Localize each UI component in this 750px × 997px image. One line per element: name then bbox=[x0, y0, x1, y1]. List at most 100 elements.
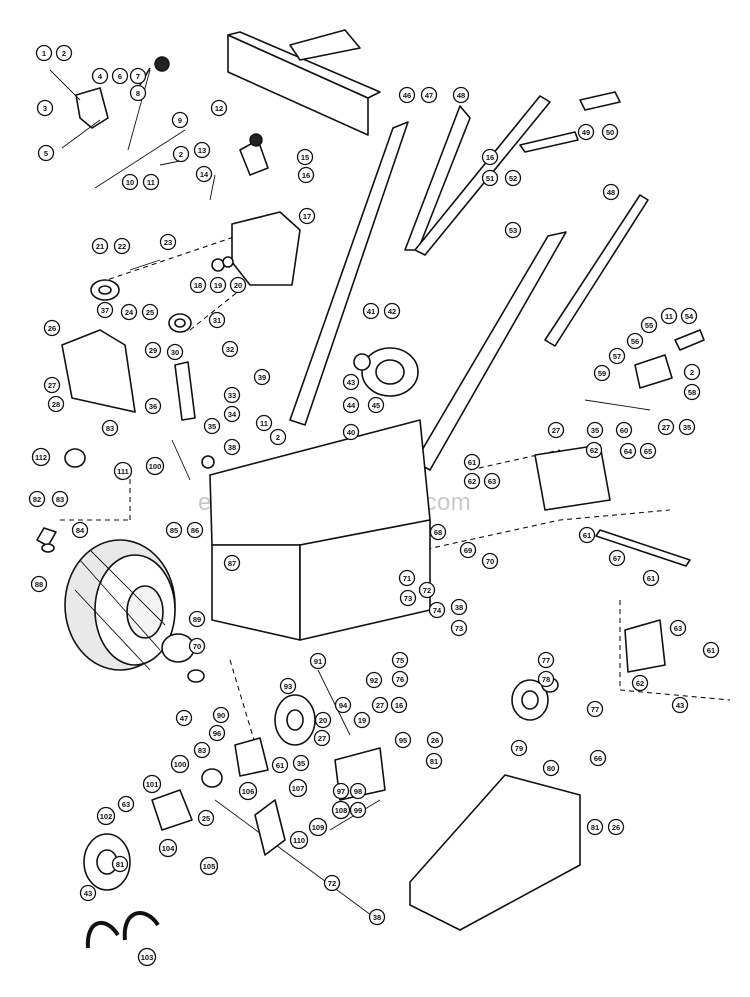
callout-61: 61 bbox=[642, 569, 660, 587]
callout-63: 63 bbox=[669, 619, 687, 637]
callout-number: 90 bbox=[217, 711, 225, 720]
callout-number: 64 bbox=[624, 447, 633, 456]
callout-90: 90 bbox=[212, 706, 230, 724]
callout-8: 8 bbox=[129, 84, 147, 102]
callout-30: 30 bbox=[166, 343, 184, 361]
callout-number: 2 bbox=[62, 49, 66, 58]
callout-number: 27 bbox=[318, 734, 326, 743]
shift-lever-bracket bbox=[634, 354, 673, 389]
callout-60: 60 bbox=[615, 421, 633, 439]
callout-number: 13 bbox=[198, 146, 206, 155]
callout-4: 4 bbox=[91, 67, 109, 85]
callout-number: 19 bbox=[358, 716, 366, 725]
callout-21: 21 bbox=[91, 237, 109, 255]
callout-86: 86 bbox=[186, 521, 204, 539]
callout-27: 27 bbox=[371, 696, 389, 714]
callout-number: 61 bbox=[647, 574, 655, 583]
callout-number: 3 bbox=[43, 104, 47, 113]
callout-61: 61 bbox=[578, 526, 596, 544]
callout-61: 61 bbox=[463, 453, 481, 471]
callout-number: 27 bbox=[48, 381, 56, 390]
callout-108: 108 bbox=[331, 800, 351, 820]
callout-43: 43 bbox=[671, 696, 689, 714]
callout-number: 112 bbox=[35, 453, 47, 462]
callout-88: 88 bbox=[30, 575, 48, 593]
callout-16: 16 bbox=[390, 696, 408, 714]
callout-107: 107 bbox=[288, 778, 308, 798]
callout-6: 6 bbox=[111, 67, 129, 85]
drive-shaft bbox=[317, 669, 351, 736]
callout-number: 103 bbox=[141, 953, 154, 962]
callout-number: 91 bbox=[314, 657, 322, 666]
callout-29: 29 bbox=[144, 341, 162, 359]
callout-number: 37 bbox=[101, 306, 109, 315]
callout-number: 45 bbox=[372, 401, 380, 410]
callout-number: 43 bbox=[347, 378, 355, 387]
callout-number: 30 bbox=[171, 348, 179, 357]
callout-70: 70 bbox=[188, 637, 206, 655]
callout-number: 107 bbox=[292, 784, 305, 793]
callout-number: 73 bbox=[404, 594, 412, 603]
callout-number: 65 bbox=[644, 447, 652, 456]
callout-27: 27 bbox=[313, 729, 331, 747]
callout-number: 55 bbox=[645, 321, 653, 330]
callout-102: 102 bbox=[96, 806, 116, 826]
callout-71: 71 bbox=[398, 569, 416, 587]
callout-5: 5 bbox=[37, 144, 55, 162]
callout-number: 72 bbox=[328, 879, 336, 888]
callout-10: 10 bbox=[121, 173, 139, 191]
callout-91: 91 bbox=[309, 652, 327, 670]
callout-number: 72 bbox=[423, 586, 431, 595]
callout-number: 4 bbox=[98, 72, 103, 81]
callout-number: 77 bbox=[591, 705, 599, 714]
callout-73: 73 bbox=[399, 589, 417, 607]
callout-73: 73 bbox=[450, 619, 468, 637]
callout-number: 44 bbox=[347, 401, 356, 410]
callout-number: 47 bbox=[180, 714, 188, 723]
callout-number: 81 bbox=[591, 823, 599, 832]
callout-58: 58 bbox=[683, 383, 701, 401]
callout-34: 34 bbox=[223, 405, 241, 423]
callout-72: 72 bbox=[418, 581, 436, 599]
callout-number: 22 bbox=[118, 242, 126, 251]
drive-bracket bbox=[534, 444, 611, 511]
callout-number: 21 bbox=[96, 242, 104, 251]
callout-43: 43 bbox=[79, 884, 97, 902]
callout-number: 38 bbox=[228, 443, 236, 452]
callout-63: 63 bbox=[483, 472, 501, 490]
callout-number: 95 bbox=[399, 736, 407, 745]
callout-27: 27 bbox=[43, 376, 61, 394]
callout-69: 69 bbox=[459, 541, 477, 559]
callout-24: 24 bbox=[120, 303, 138, 321]
callout-95: 95 bbox=[394, 731, 412, 749]
callout-number: 101 bbox=[146, 780, 159, 789]
callout-number: 26 bbox=[612, 823, 620, 832]
callout-number: 20 bbox=[319, 716, 327, 725]
callout-25: 25 bbox=[197, 809, 215, 827]
callout-number: 50 bbox=[606, 128, 614, 137]
callout-number: 1 bbox=[42, 49, 46, 58]
callout-number: 63 bbox=[488, 477, 496, 486]
callout-number: 70 bbox=[193, 642, 201, 651]
callout-83: 83 bbox=[101, 419, 119, 437]
callout-35: 35 bbox=[586, 421, 604, 439]
callout-112: 112 bbox=[31, 447, 51, 467]
callout-number: 27 bbox=[662, 423, 670, 432]
callout-number: 35 bbox=[208, 422, 216, 431]
idler-arm bbox=[174, 361, 196, 421]
callout-number: 32 bbox=[226, 345, 234, 354]
callout-35: 35 bbox=[678, 418, 696, 436]
callout-number: 73 bbox=[455, 624, 463, 633]
callout-number: 35 bbox=[591, 426, 599, 435]
callout-36: 36 bbox=[144, 397, 162, 415]
callout-53: 53 bbox=[504, 221, 522, 239]
pulley-group bbox=[90, 259, 192, 333]
callout-103: 103 bbox=[137, 947, 157, 967]
callout-40: 40 bbox=[342, 423, 360, 441]
callout-48: 48 bbox=[452, 86, 470, 104]
callout-number: 10 bbox=[126, 178, 134, 187]
callout-18: 18 bbox=[189, 276, 207, 294]
callout-77: 77 bbox=[586, 700, 604, 718]
callout-number: 39 bbox=[258, 373, 266, 382]
